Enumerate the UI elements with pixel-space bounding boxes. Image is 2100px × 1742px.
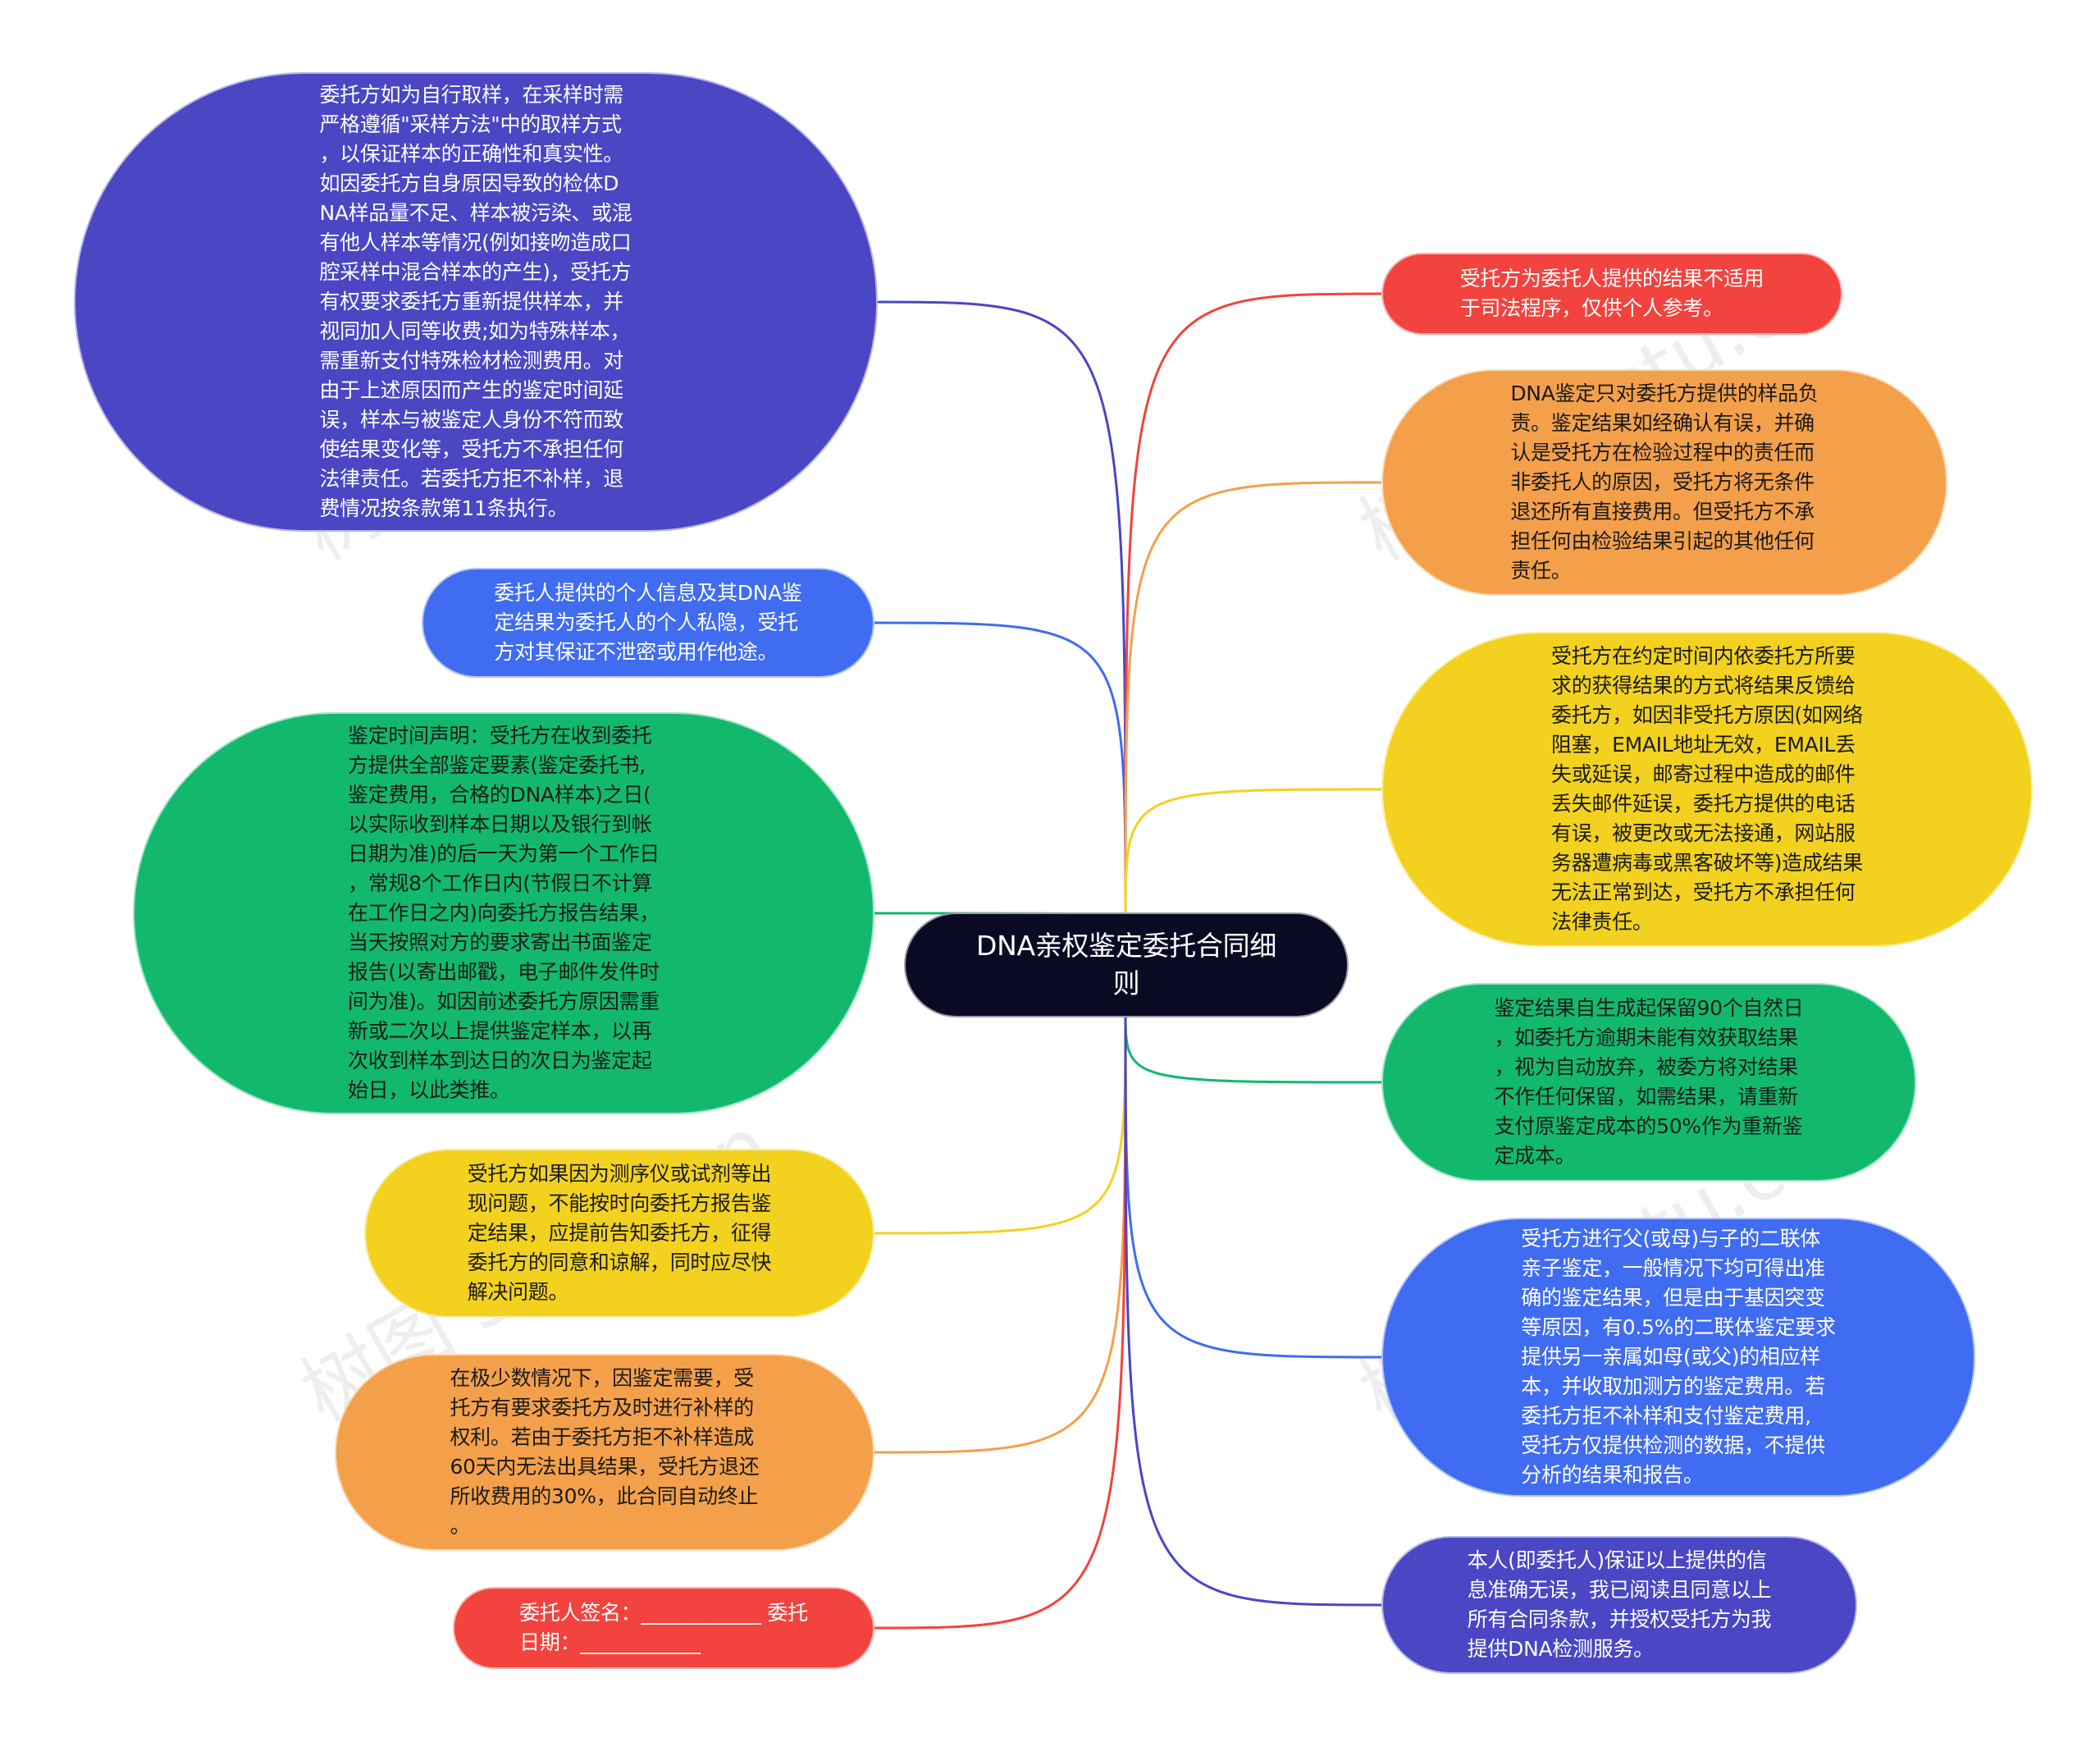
topic-client-declaration[interactable]: 本人(即委托人)保证以上提供的信 息准确无误，我已阅读且同意以上 所有合同条款，…	[1381, 1536, 1857, 1674]
topic-text: 委托人签名：____________ 委托 日期：____________	[519, 1601, 808, 1654]
topic-resample-right[interactable]: 在极少数情况下，因鉴定需要，受 托方有要求委托方及时进行补样的 权利。若由于委托…	[335, 1354, 874, 1551]
root-topic-label: DNA亲权鉴定委托合同细 则	[975, 930, 1277, 999]
topic-not-judicial[interactable]: 受托方为委托人提供的结果不适用 于司法程序，仅供个人参考。	[1381, 253, 1842, 335]
topic-result-retention[interactable]: 鉴定结果自生成起保留90个自然日 ，如委托方逾期未能有效获取结果 ，视为自动放弃…	[1381, 983, 1916, 1182]
connector-R4	[1124, 1010, 1382, 1084]
connector-R3	[1124, 788, 1382, 920]
topic-text: 本人(即委托人)保证以上提供的信 息准确无误，我已阅读且同意以上 所有合同条款，…	[1467, 1548, 1772, 1661]
topic-duo-paternity[interactable]: 受托方进行父(或母)与子的二联体 亲子鉴定，一般情况下均可得出准 确的鉴定结果，…	[1381, 1218, 1975, 1497]
connector-R1	[1124, 292, 1382, 920]
topic-sample-collection[interactable]: 委托方如为自行取样，在采样时需 严格遵循"采样方法"中的取样方式 ，以保证样本的…	[74, 72, 878, 532]
topic-text: 受托方进行父(或母)与子的二联体 亲子鉴定，一般情况下均可得出准 确的鉴定结果，…	[1521, 1227, 1836, 1487]
root-topic[interactable]: DNA亲权鉴定委托合同细 则	[904, 912, 1349, 1017]
topic-text: 鉴定时间声明：受托方在收到委托 方提供全部鉴定要素(鉴定委托书, 鉴定费用，合格…	[348, 724, 660, 1102]
connector-L6	[874, 1010, 1127, 1630]
topic-text: 受托方如果因为测序仪或试剂等出 现问题，不能按时向委托方报告鉴 定结果，应提前告…	[467, 1162, 772, 1304]
connector-R5	[1124, 1010, 1382, 1359]
topic-signature[interactable]: 委托人签名：____________ 委托 日期：____________	[453, 1587, 874, 1669]
connector-R6	[1124, 1010, 1382, 1607]
topic-result-delivery[interactable]: 受托方在约定时间内依委托方所要 求的获得结果的方式将结果反馈给 委托方，如因非受…	[1381, 632, 2033, 947]
topic-text: 鉴定结果自生成起保留90个自然日 ，如委托方逾期未能有效获取结果 ，视为自动放弃…	[1494, 996, 1804, 1168]
topic-privacy[interactable]: 委托人提供的个人信息及其DNA鉴 定结果为委托人的个人私隐，受托 方对其保证不泄…	[422, 568, 874, 678]
topic-text: 受托方为委托人提供的结果不适用 于司法程序，仅供个人参考。	[1459, 267, 1764, 320]
connector-L2	[874, 621, 1127, 920]
connector-R2	[1124, 481, 1382, 920]
topic-text: 在极少数情况下，因鉴定需要，受 托方有要求委托方及时进行补样的 权利。若由于委托…	[450, 1366, 760, 1538]
connector-L1	[877, 300, 1127, 920]
connector-L4	[874, 1010, 1127, 1235]
topic-time-statement[interactable]: 鉴定时间声明：受托方在收到委托 方提供全部鉴定要素(鉴定委托书, 鉴定费用，合格…	[133, 712, 874, 1114]
topic-text: 受托方在约定时间内依委托方所要 求的获得结果的方式将结果反馈给 委托方，如因非受…	[1551, 644, 1863, 934]
topic-text: 委托方如为自行取样，在采样时需 严格遵循"采样方法"中的取样方式 ，以保证样本的…	[319, 83, 632, 520]
topic-equipment-issue[interactable]: 受托方如果因为测序仪或试剂等出 现问题，不能按时向委托方报告鉴 定结果，应提前告…	[364, 1149, 874, 1318]
topic-liability[interactable]: DNA鉴定只对委托方提供的样品负 责。鉴定结果如经确认有误，并确 认是受托方在检…	[1381, 369, 1947, 596]
topic-text: DNA鉴定只对委托方提供的样品负 责。鉴定结果如经确认有误，并确 认是受托方在检…	[1510, 382, 1819, 583]
topic-text: 委托人提供的个人信息及其DNA鉴 定结果为委托人的个人私隐，受托 方对其保证不泄…	[494, 581, 802, 664]
